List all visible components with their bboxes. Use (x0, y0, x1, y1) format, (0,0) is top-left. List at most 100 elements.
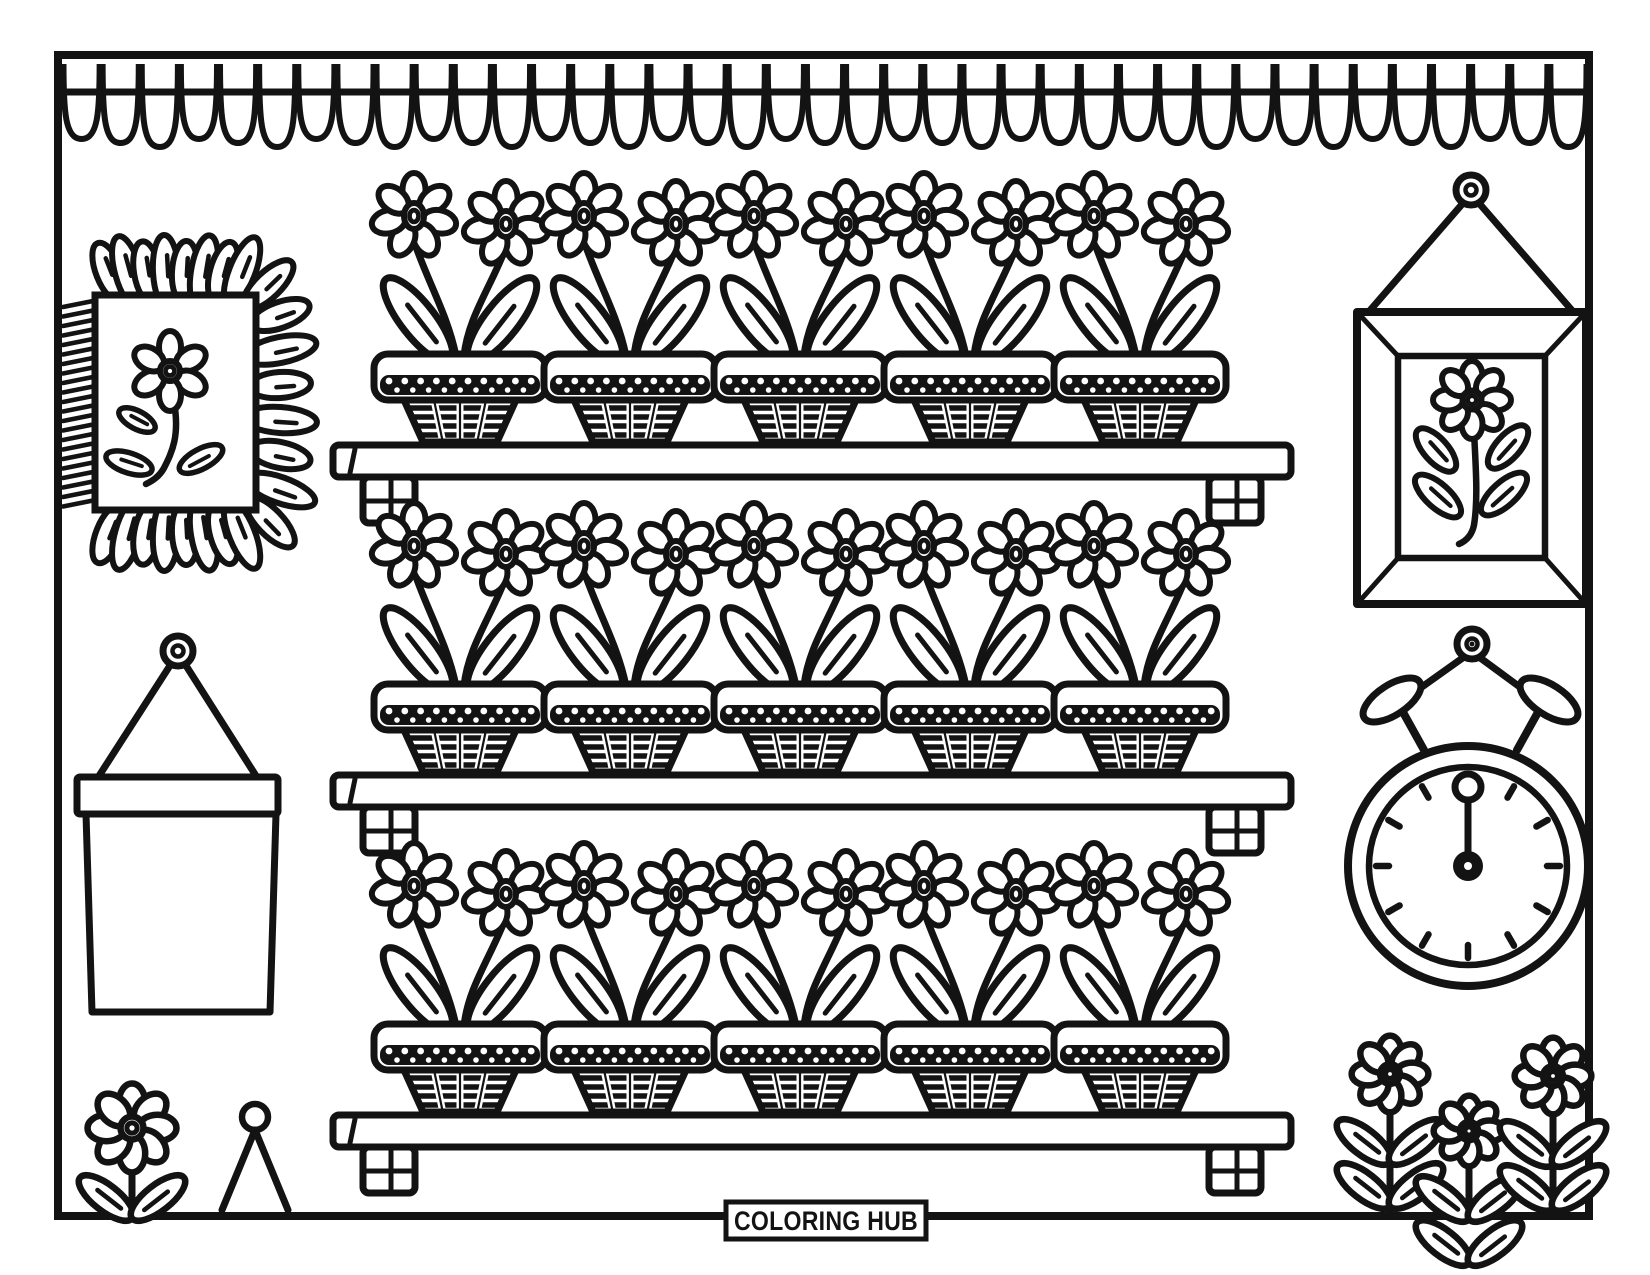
clock-hanger-icon (1453, 625, 1491, 663)
awning-scallop (1351, 63, 1394, 143)
ground-flower (1496, 1034, 1610, 1216)
shelf-row-2 (333, 775, 1291, 853)
frame-side-stripe (60, 412, 96, 424)
leaf-vein (1562, 1135, 1592, 1159)
frame-side-stripe (60, 469, 96, 481)
potted-flower-basket (540, 503, 721, 772)
frame-side-stripe (60, 336, 96, 348)
awning-scallop (60, 63, 103, 143)
frame-petal-line (183, 517, 190, 540)
awning-scallop (1312, 63, 1355, 151)
frame-side-stripe (60, 298, 96, 310)
frame-side-stripe (60, 450, 96, 462)
clock-tick (1385, 902, 1403, 916)
leaf-vein (1478, 1190, 1508, 1214)
awning-scallop (490, 63, 534, 151)
cone-ball (238, 1100, 272, 1134)
potted-flower-basket (540, 843, 721, 1112)
bell-stem (1513, 710, 1541, 754)
awning-scallop (1390, 63, 1433, 147)
awning-scallop (1195, 63, 1238, 151)
ground-flower (1412, 1092, 1526, 1270)
daisy-flower-icon (1511, 1034, 1595, 1118)
clock-tick (1418, 783, 1432, 801)
awning-scallop (295, 63, 338, 143)
leaf-vein (1353, 1131, 1382, 1155)
potted-flower-basket (1050, 843, 1231, 1112)
flower-center-dot (1546, 1069, 1560, 1083)
shelf-row-1 (333, 445, 1291, 523)
leaf-icon (1464, 1216, 1526, 1270)
potted-flower-basket (710, 503, 891, 772)
awning-scallop (1077, 63, 1120, 151)
frame-hanger-icon (1452, 171, 1490, 209)
leaf-vein (1478, 1234, 1508, 1258)
potted-flower-basket (1050, 503, 1231, 772)
awning-scallop (1234, 63, 1277, 143)
shelf-row-3 (333, 1115, 1291, 1193)
sign-string (93, 660, 175, 783)
clock-hanger-dot (1469, 641, 1475, 647)
potted-flower-basket (370, 843, 551, 1112)
daisy-flower-icon (1430, 358, 1514, 442)
leaf-vein (1428, 486, 1453, 509)
awning-scallop (843, 63, 886, 151)
daisy-flower-icon (1430, 1092, 1508, 1170)
leaf-icon (1484, 422, 1532, 472)
awning-scallop (451, 63, 494, 147)
ground-flower (75, 1080, 189, 1225)
frame-side-stripe (60, 384, 96, 395)
flower-shelves (333, 173, 1291, 1193)
awning-scallop (1038, 63, 1081, 147)
potted-flower-basket (1050, 173, 1231, 442)
leaf-vein (1496, 438, 1518, 461)
frame-petal-line (239, 255, 253, 280)
leaf-vein (1428, 440, 1449, 463)
frame-petal-line (203, 253, 211, 279)
leaf-icon (1412, 425, 1460, 475)
frame-bevel (1542, 555, 1589, 607)
awning-scallop (138, 63, 181, 151)
clock-tick (1504, 783, 1518, 801)
awning-scallop (1273, 63, 1316, 147)
frame-side-stripe (60, 441, 96, 452)
clock-tick (1504, 931, 1518, 949)
potted-flower-basket (710, 173, 891, 442)
frame-petal-line (235, 515, 248, 540)
leaf-icon (103, 448, 155, 478)
flower-center-dot (124, 1120, 140, 1136)
frame-bevel (1354, 555, 1401, 607)
awning-scallop (960, 63, 1003, 151)
wall-clock (1344, 625, 1592, 990)
frame-petal-line (273, 453, 296, 463)
cone-leg (218, 1126, 259, 1214)
frame-petal-line (274, 383, 297, 390)
stem (142, 398, 180, 488)
awning-scallop (1508, 63, 1551, 147)
awning-scallop (882, 63, 925, 143)
leaf-icon (1478, 469, 1530, 519)
frame-bevel (1542, 309, 1589, 359)
awning-scallop (647, 63, 690, 143)
awning-scallop (177, 63, 221, 143)
frame-side-stripe (60, 488, 96, 500)
frame-side-stripe (60, 479, 96, 490)
leaf-icon (1548, 1161, 1610, 1215)
frame-petal-line (273, 419, 299, 426)
frame-string (1362, 198, 1468, 319)
potted-flower-basket (880, 503, 1061, 772)
clock-tick (1385, 816, 1403, 830)
leaf-vein (1399, 1133, 1429, 1157)
leaf-icon (127, 1171, 189, 1225)
clock-tick (1418, 931, 1432, 949)
leaf-vein (1432, 1232, 1461, 1256)
awning-scallop (921, 63, 964, 147)
leaf-vein (119, 457, 144, 469)
awning-scallop (999, 63, 1042, 143)
leaf-vein (1432, 1188, 1461, 1212)
awning-scallop (764, 63, 807, 143)
awning-scallop (1429, 63, 1473, 151)
frame-petal-line (184, 255, 190, 279)
awning-scallop (686, 63, 729, 147)
